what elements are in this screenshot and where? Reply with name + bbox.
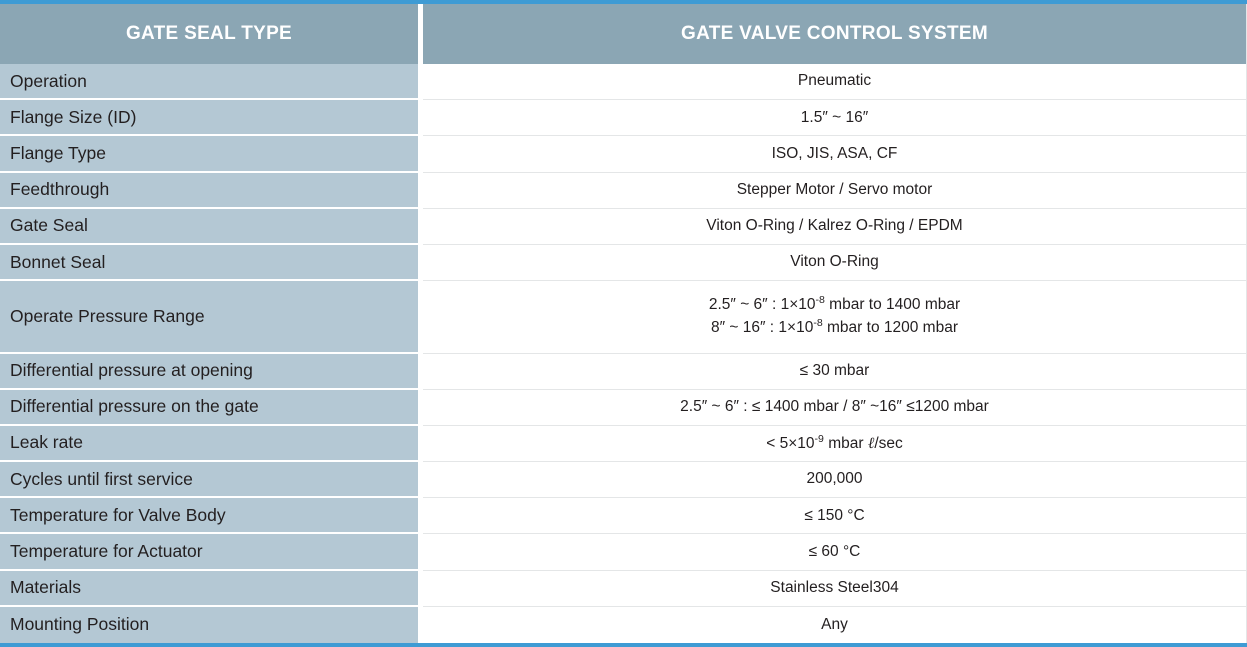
row-label: Gate Seal: [0, 208, 418, 245]
row-label: Temperature for Valve Body: [0, 498, 418, 535]
column-divider: [418, 534, 423, 571]
column-divider: [418, 172, 423, 209]
table-row: Operation Pneumatic: [0, 64, 1247, 101]
row-value: ≤ 150 °C: [423, 498, 1247, 535]
row-value: Stainless Steel304: [423, 570, 1247, 607]
column-divider: [418, 425, 423, 463]
row-label: Differential pressure on the gate: [0, 389, 418, 426]
table-row: Flange Type ISO, JIS, ASA, CF: [0, 136, 1247, 173]
table-row: Differential pressure at opening ≤ 30 mba…: [0, 353, 1247, 390]
row-value-line: 1.5″ ~ 16″: [800, 108, 869, 126]
row-label: Operation: [0, 64, 418, 101]
column-divider: [418, 244, 423, 282]
column-divider: [418, 4, 423, 64]
row-label: Bonnet Seal: [0, 244, 418, 282]
row-value-line: Stainless Steel304: [770, 578, 899, 596]
row-value: Viton O-Ring: [423, 244, 1247, 282]
column-divider: [418, 462, 423, 499]
column-divider: [418, 353, 423, 390]
row-value-line: 2.5″ ~ 6″ : 1×10-8 mbar to 1400 mbar: [708, 294, 961, 314]
table-row: Mounting Position Any: [0, 606, 1247, 643]
table-row: Differential pressure on the gate 2.5″ ~ …: [0, 389, 1247, 426]
row-label: Flange Size (ID): [0, 100, 418, 137]
table-row: Leak rate < 5×10-9 mbar ℓ/sec: [0, 425, 1247, 463]
column-divider: [418, 389, 423, 426]
table-row: Feedthrough Stepper Motor / Servo motor: [0, 172, 1247, 209]
row-value: ≤ 30 mbar: [423, 353, 1247, 390]
column-divider: [418, 64, 423, 101]
table-row: Cycles until first service 200,000: [0, 462, 1247, 499]
table-row: Materials Stainless Steel304: [0, 570, 1247, 607]
row-label: Materials: [0, 570, 418, 607]
row-value: 200,000: [423, 462, 1247, 499]
row-value-line: Viton O-Ring: [790, 253, 879, 271]
row-value-line: Pneumatic: [797, 72, 872, 90]
table-row: Temperature for Valve Body ≤ 150 °C: [0, 498, 1247, 535]
row-value: 1.5″ ~ 16″: [423, 100, 1247, 137]
row-value-line: ISO, JIS, ASA, CF: [771, 144, 898, 162]
row-value-line: 8″ ~ 16″ : 1×10-8 mbar to 1200 mbar: [711, 316, 958, 336]
table-row: Bonnet Seal Viton O-Ring: [0, 244, 1247, 282]
column-divider: [418, 281, 423, 354]
row-label: Cycles until first service: [0, 462, 418, 499]
row-value: Viton O-Ring / Kalrez O-Ring / EPDM: [423, 208, 1247, 245]
column-divider: [418, 498, 423, 535]
row-value: Stepper Motor / Servo motor: [423, 172, 1247, 209]
row-value-line: < 5×10-9 mbar ℓ/sec: [766, 432, 903, 452]
row-value: Any: [423, 606, 1247, 643]
row-value-line: Viton O-Ring / Kalrez O-Ring / EPDM: [706, 217, 963, 235]
row-label: Operate Pressure Range: [0, 281, 418, 354]
table-row: Gate Seal Viton O-Ring / Kalrez O-Ring / …: [0, 208, 1247, 245]
column-header-gate-valve-control-system: GATE VALVE CONTROL SYSTEM: [423, 4, 1247, 64]
row-value: 2.5″ ~ 6″ : ≤ 1400 mbar / 8″ ~16″ ≤1200 …: [423, 389, 1247, 426]
column-divider: [418, 570, 423, 607]
row-label: Leak rate: [0, 425, 418, 463]
row-value: < 5×10-9 mbar ℓ/sec: [423, 425, 1247, 463]
column-divider: [418, 606, 423, 643]
row-value: Pneumatic: [423, 64, 1247, 101]
table-header-row: GATE SEAL TYPE GATE VALVE CONTROL SYSTEM: [0, 4, 1247, 64]
row-label: Temperature for Actuator: [0, 534, 418, 571]
row-value-line: 2.5″ ~ 6″ : ≤ 1400 mbar / 8″ ~16″ ≤1200 …: [680, 398, 989, 416]
row-label: Mounting Position: [0, 606, 418, 643]
column-divider: [418, 136, 423, 173]
row-value: ≤ 60 °C: [423, 534, 1247, 571]
column-divider: [418, 208, 423, 245]
column-header-gate-seal-type: GATE SEAL TYPE: [0, 4, 418, 64]
row-value-line: Stepper Motor / Servo motor: [736, 180, 933, 198]
table-row: Flange Size (ID) 1.5″ ~ 16″: [0, 100, 1247, 137]
row-label: Flange Type: [0, 136, 418, 173]
row-label: Differential pressure at opening: [0, 353, 418, 390]
row-value-line: Any: [821, 615, 848, 633]
row-value-line: ≤ 60 °C: [808, 542, 861, 560]
row-value-line: 200,000: [806, 470, 863, 488]
row-value-line: ≤ 30 mbar: [799, 361, 870, 379]
column-divider: [418, 100, 423, 137]
row-label: Feedthrough: [0, 172, 418, 209]
row-value: ISO, JIS, ASA, CF: [423, 136, 1247, 173]
table-row: Temperature for Actuator ≤ 60 °C: [0, 534, 1247, 571]
row-value-line: ≤ 150 °C: [804, 506, 865, 524]
